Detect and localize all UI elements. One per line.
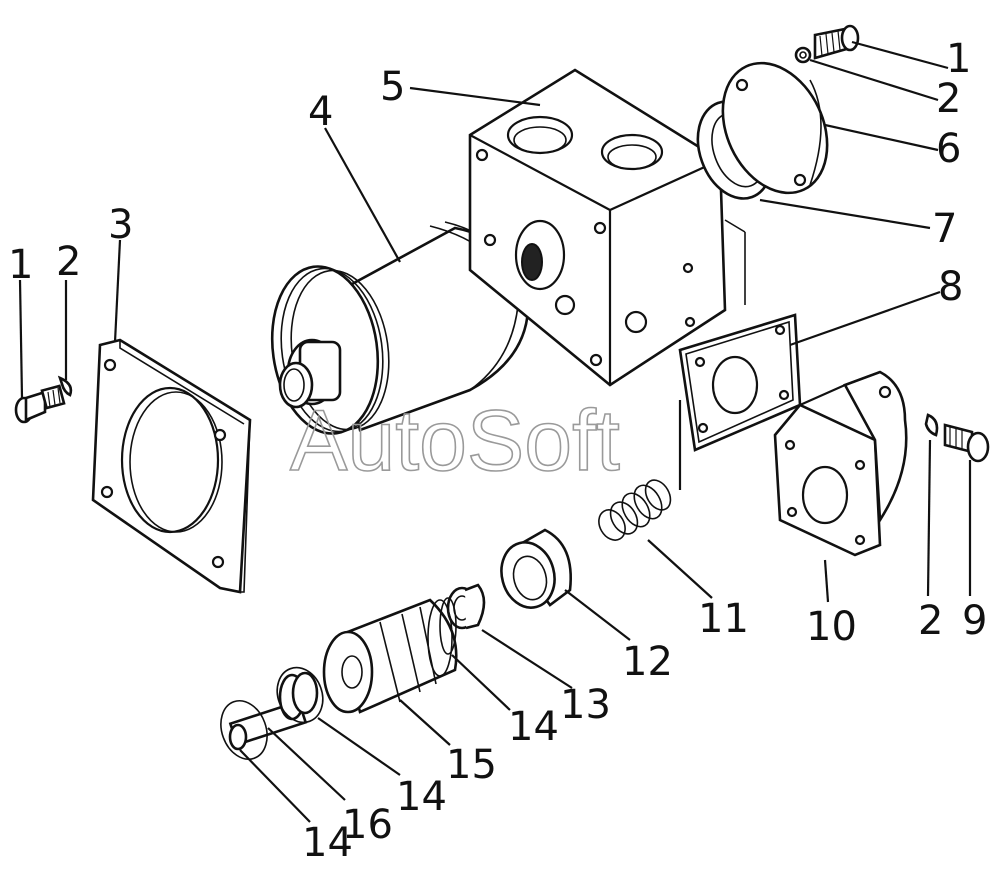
callout-12: 12: [622, 639, 673, 685]
callout-2-left: 2: [56, 239, 81, 285]
part-1-screw-top: [813, 24, 860, 60]
part-6-cover: [721, 61, 829, 195]
part-3-flange-gasket: [91, 338, 252, 594]
part-13-disc-valve: [446, 583, 486, 630]
part-2-washer-left: [57, 375, 73, 397]
callout-14-c: 14: [302, 820, 353, 864]
leader-lines: [18, 40, 972, 823]
callout-14-a: 14: [508, 704, 559, 750]
callout-1-right: 1: [946, 36, 971, 82]
callout-9: 9: [962, 598, 987, 644]
callout-16: 16: [342, 802, 393, 848]
callout-2-right-top: 2: [936, 76, 961, 122]
part-14-ring-a: [439, 597, 457, 655]
callout-5: 5: [380, 64, 405, 110]
part-11-spring: [598, 479, 672, 541]
part-15-spool: [322, 598, 458, 714]
callout-1-left: 1: [8, 242, 33, 288]
callout-3: 3: [108, 202, 133, 248]
part-14-ring-b: [276, 666, 324, 724]
part-16-stem: [228, 671, 319, 751]
part-5-valve-body: [468, 68, 746, 387]
callout-14-b: 14: [396, 774, 447, 820]
callout-11: 11: [698, 596, 749, 642]
part-12-bushing: [500, 528, 572, 609]
callout-4: 4: [308, 89, 333, 135]
part-2-washer-top: [794, 46, 812, 64]
part-14-ring-c: [220, 700, 268, 760]
callout-numbers: 1 2 6 7 8 5 4 3 1 2 11 10 2 9 12 13 14 1…: [8, 36, 987, 866]
callout-13: 13: [560, 682, 611, 728]
watermark-text: AutoSoft: [290, 393, 620, 489]
callout-2-bottom: 2: [918, 598, 943, 644]
callout-8: 8: [938, 264, 963, 310]
callout-6: 6: [936, 126, 961, 172]
part-1-screw-left: [14, 384, 66, 424]
callout-7: 7: [932, 206, 957, 252]
part-9-screw: [943, 423, 990, 463]
callout-10: 10: [806, 604, 857, 650]
part-8-gasket-plate: [678, 313, 802, 452]
part-2-washer-bottom: [924, 413, 939, 437]
part-10-elbow-flange: [773, 370, 908, 557]
callout-15: 15: [446, 742, 497, 788]
